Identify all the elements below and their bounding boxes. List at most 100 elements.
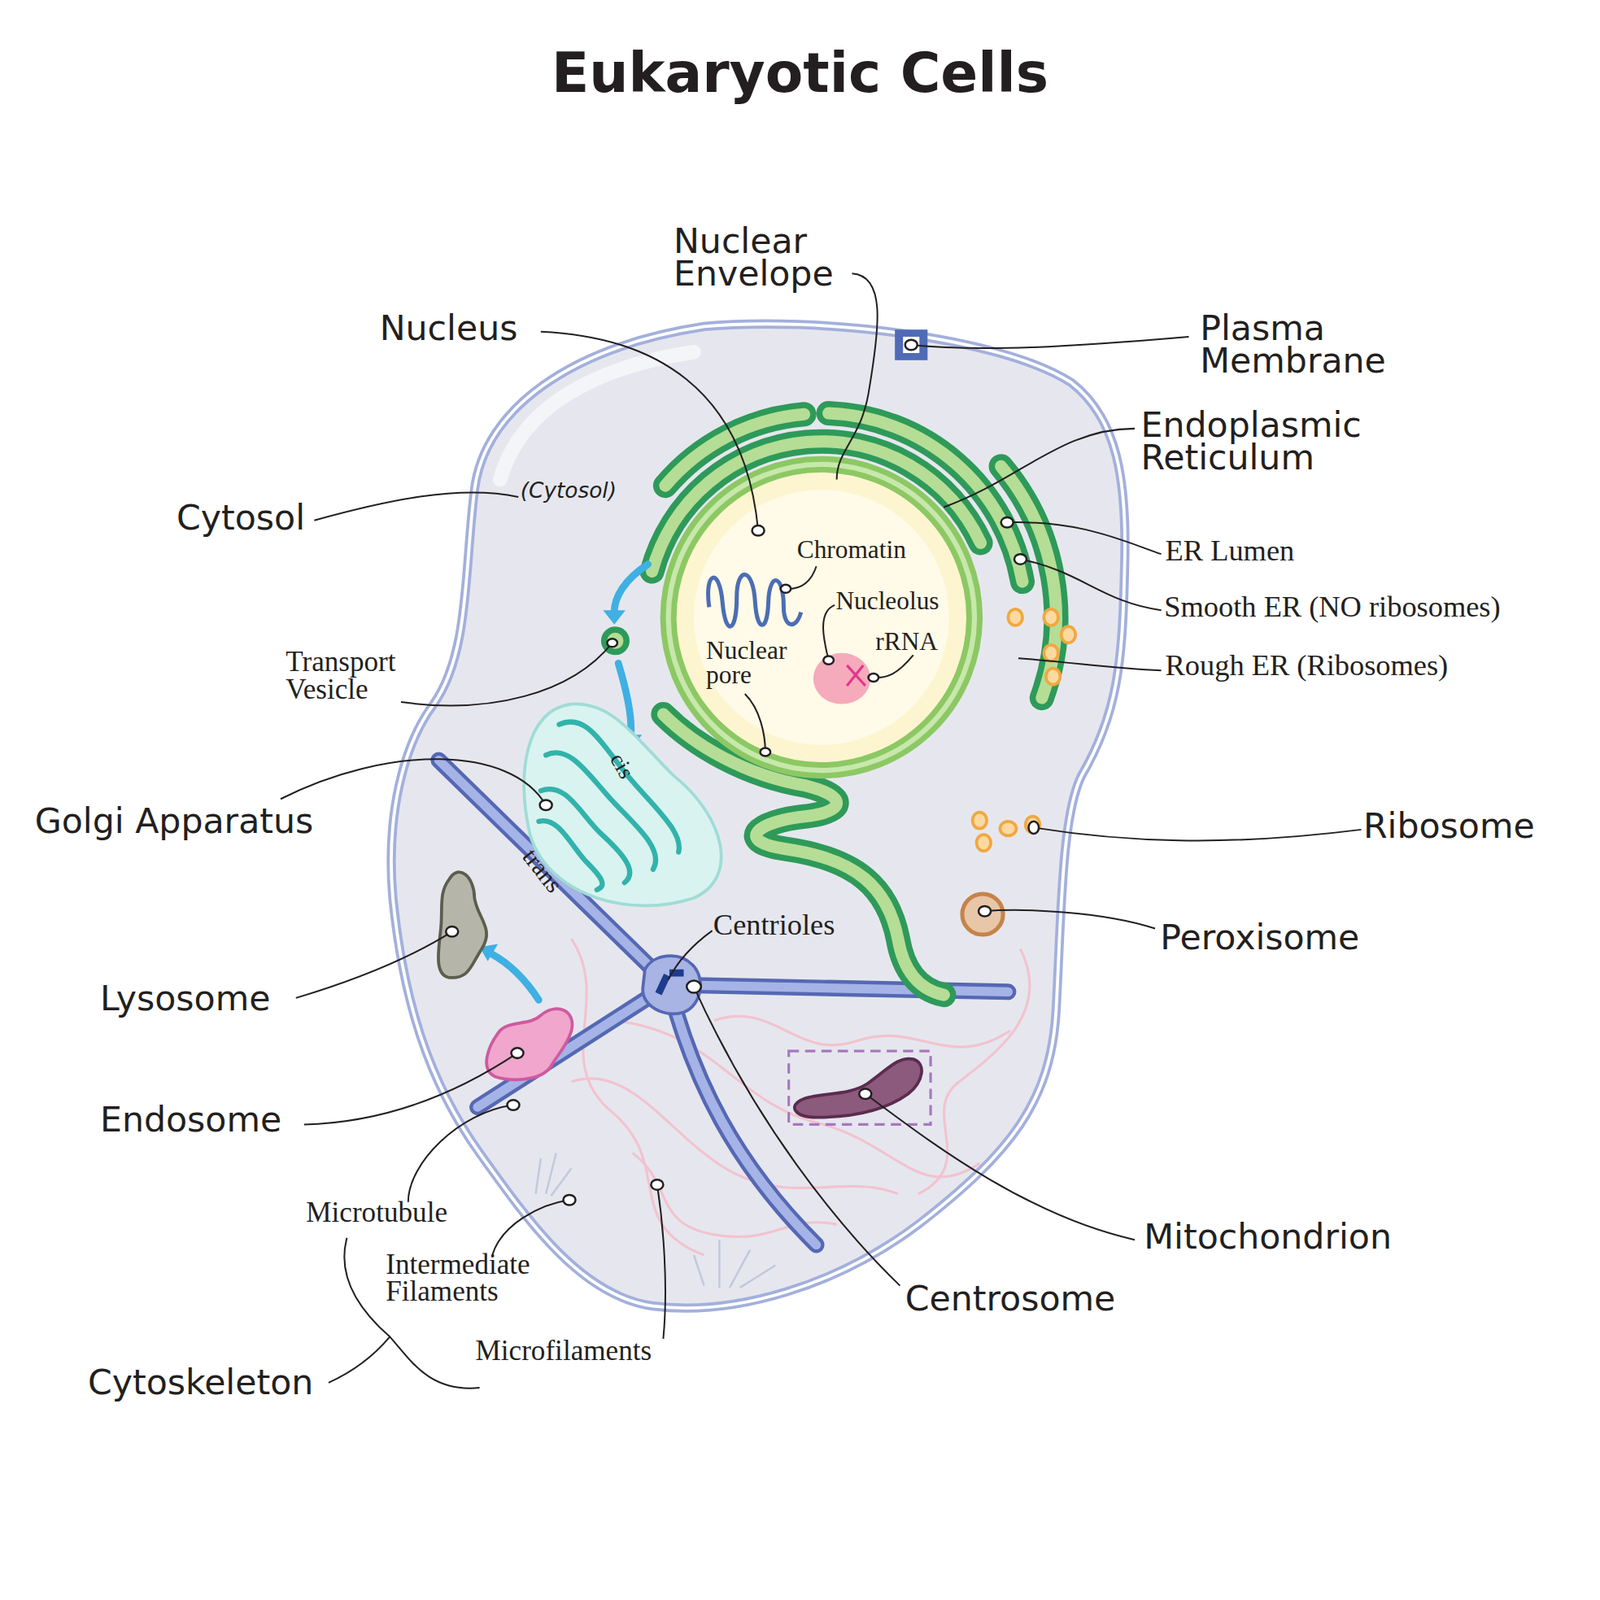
ribosome	[1043, 609, 1059, 626]
part-label: Mitochondrion	[1143, 1220, 1392, 1254]
cisterna	[545, 752, 656, 869]
leader-line	[1007, 522, 1161, 554]
filament	[612, 1020, 981, 1178]
part-label: Cytosol	[176, 501, 306, 535]
grass-tufts	[536, 1153, 777, 1289]
leader-dot	[905, 340, 918, 351]
leader-line	[657, 1184, 666, 1339]
leader-dot	[978, 906, 991, 917]
part-label: Intermediate Filaments	[385, 1251, 580, 1306]
part-label: Transport Vesicle	[285, 649, 429, 704]
part-label: (Cytosol)	[520, 481, 617, 502]
nuclear-envelope	[668, 464, 975, 771]
arrow	[614, 564, 648, 613]
microtubule-fill	[438, 760, 1008, 1246]
leader-dot	[1014, 553, 1027, 565]
leader-line	[911, 336, 1189, 349]
part-label: Microtubule	[305, 1198, 448, 1226]
leader-dot	[823, 656, 834, 665]
rrna	[846, 665, 866, 686]
leader-line	[985, 910, 1156, 929]
leader-dot	[606, 638, 618, 647]
leader-dots	[445, 340, 1039, 1206]
microtubule	[438, 760, 1008, 1246]
er-sheet	[652, 413, 1057, 995]
part-label: Nucleus	[379, 311, 519, 345]
diagram-title: Eukaryotic Cells	[0, 40, 1600, 105]
leader-line	[693, 986, 900, 1287]
part-label: Centrioles	[713, 911, 836, 940]
leader-line	[865, 1094, 1135, 1240]
nucleus-glow	[693, 489, 950, 746]
part-label: Endosome	[100, 1102, 282, 1137]
part-label: Rough ER (Ribosomes)	[1165, 652, 1449, 681]
leader-dot	[780, 584, 792, 593]
ribosome	[1061, 626, 1077, 643]
ribosome	[1043, 645, 1059, 662]
part-label: Golgi Apparatus	[34, 804, 314, 838]
cisterna	[558, 721, 679, 852]
tuft	[536, 1153, 572, 1197]
leader-dot	[752, 525, 765, 537]
leader-dot	[1028, 821, 1039, 834]
part-label: Microfilaments	[475, 1338, 653, 1365]
leader-line	[1018, 658, 1162, 671]
leader-dot	[686, 980, 702, 994]
cell-highlight	[500, 352, 694, 480]
leader-line	[304, 1053, 518, 1125]
part-label: Chromatin	[797, 537, 907, 563]
ribosome	[1046, 668, 1061, 685]
part-label: Endoplasmic Reticulum	[1140, 408, 1406, 475]
leader-line	[1020, 558, 1161, 611]
leader-line	[823, 605, 835, 661]
endoplasmic-reticulum	[652, 413, 1057, 995]
leader-line	[943, 428, 1135, 508]
endosome	[486, 1008, 572, 1080]
leader-line	[1033, 827, 1362, 841]
part-label: rRNA	[875, 629, 938, 654]
part-label: Lysosome	[100, 981, 271, 1016]
leader-dot	[445, 926, 458, 938]
leader-line	[313, 492, 519, 521]
leader-line	[296, 931, 453, 999]
leader-dot	[650, 1179, 663, 1191]
leader-dot	[562, 1194, 576, 1206]
leader-dot	[868, 673, 880, 682]
ribosome	[976, 834, 992, 851]
leader-line	[280, 758, 546, 805]
ribosome	[972, 812, 988, 829]
leader-line	[492, 1199, 570, 1257]
nucleolus	[813, 653, 871, 705]
ribosome	[999, 821, 1016, 837]
microtubules	[438, 760, 1008, 1246]
mitochondrion-box	[789, 1050, 931, 1125]
er-lumen	[652, 413, 1057, 995]
leader-dot	[858, 1089, 872, 1100]
centrosome	[642, 955, 701, 1014]
leader-line	[401, 642, 613, 706]
ribosomes	[972, 609, 1077, 851]
part-label: Smooth ER (NO ribosomes)	[1164, 592, 1500, 622]
leader-dot	[760, 748, 772, 757]
part-label: Centrosome	[905, 1281, 1117, 1316]
part-label: Peroxisome	[1159, 920, 1360, 955]
mitochondrion	[794, 1059, 922, 1118]
ribosome	[1007, 609, 1023, 626]
nuclear-envelope-inner	[668, 464, 975, 771]
lysosome	[438, 871, 487, 978]
leader-line	[873, 654, 914, 678]
part-label: Nuclear pore	[706, 638, 803, 688]
part-label: Ribosome	[1363, 809, 1535, 843]
tuft	[693, 1239, 776, 1288]
part-label: Nuclear Envelope	[673, 224, 868, 291]
membrane-marker	[894, 329, 928, 361]
leader-line	[837, 273, 878, 480]
part-label: Cytoskeleton	[87, 1364, 314, 1399]
leader-line	[668, 930, 713, 980]
leader-line	[408, 1105, 514, 1203]
peroxisome	[962, 893, 1003, 935]
golgi-cisternae	[538, 721, 680, 890]
arrow	[492, 954, 540, 1000]
filament	[714, 1015, 1011, 1047]
